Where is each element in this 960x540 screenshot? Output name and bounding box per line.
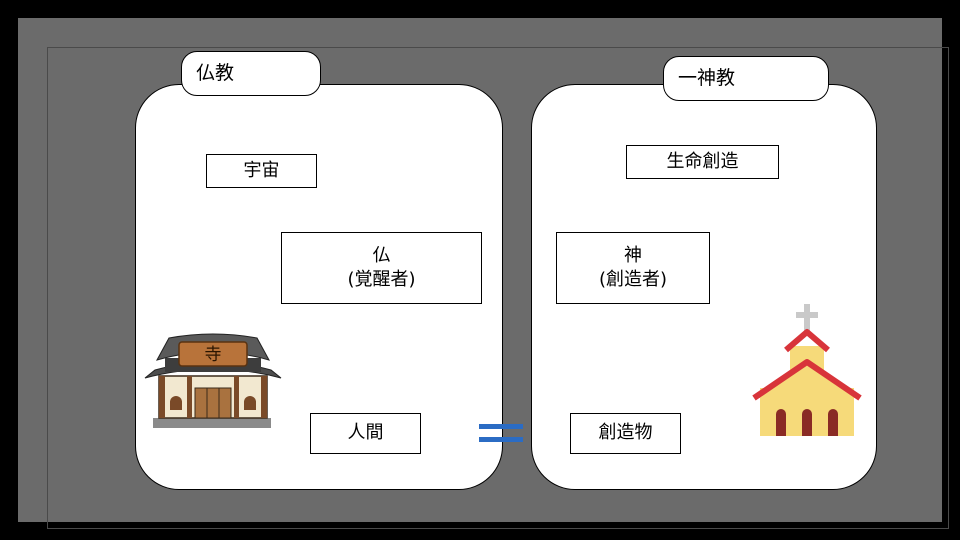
universe-label: 宇宙 [243, 159, 280, 181]
buddha-label: 仏 [372, 244, 391, 266]
temple-sign-text: 寺 [205, 345, 222, 365]
life-creation-box: 生命創造 [626, 145, 779, 179]
god-label: 神 [624, 244, 642, 266]
creation-box: 創造物 [570, 413, 681, 454]
slide-frame [47, 47, 949, 529]
god-box: 神 (創造者) [556, 232, 710, 304]
equals-sign [479, 424, 523, 444]
buddhism-title-tab: 仏教 [181, 51, 321, 96]
universe-box: 宇宙 [206, 154, 317, 188]
buddhism-title: 仏教 [196, 62, 235, 84]
awakened-one-label: (覚醒者) [347, 269, 416, 290]
church-icon [752, 304, 862, 436]
buddha-box: 仏 (覚醒者) [281, 232, 482, 304]
temple-icon: 寺 [144, 333, 282, 428]
monotheism-title: 一神教 [678, 67, 736, 89]
human-label: 人間 [347, 422, 384, 444]
human-box: 人間 [310, 413, 421, 454]
monotheism-title-tab: 一神教 [663, 56, 829, 101]
creator-label: (創造者) [598, 269, 668, 290]
creation-label: 創造物 [598, 422, 653, 444]
life-creation-label: 生命創造 [666, 150, 739, 172]
